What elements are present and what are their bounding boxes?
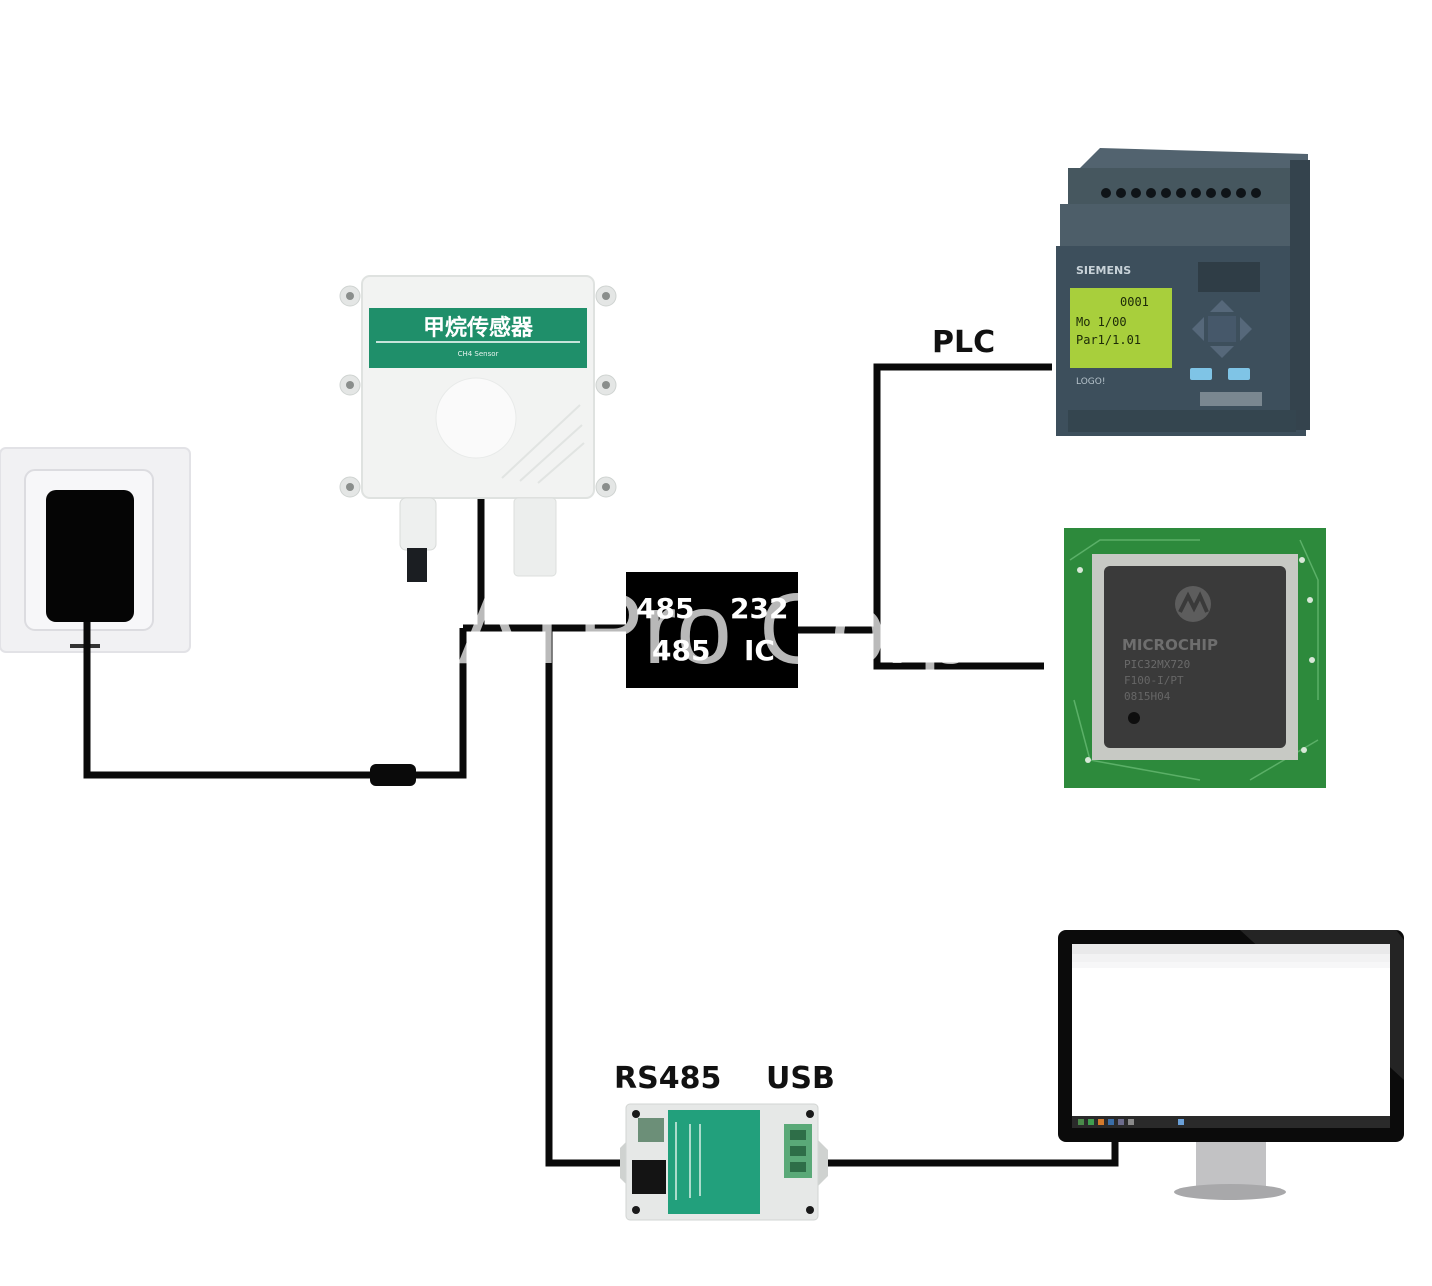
- pin1-marker: [1128, 712, 1140, 724]
- ic-label-232: 232: [730, 592, 788, 625]
- plc-key-down: [1210, 346, 1234, 358]
- wire-to-plc: [873, 363, 1052, 666]
- watermark: ATPro Corp: [458, 573, 974, 685]
- ic-label-ic: IC: [744, 634, 775, 667]
- microchip-logo: [1175, 586, 1211, 622]
- converter-label-rs485: RS485: [614, 1061, 721, 1096]
- plc-label: PLC: [932, 325, 995, 360]
- sensor-window: [435, 377, 517, 459]
- plc-key-ok: [1228, 368, 1250, 380]
- protocol-ic-box: 485 232 485 IC: [626, 572, 798, 688]
- plc-key-up: [1210, 300, 1234, 312]
- converter-board: [668, 1110, 760, 1214]
- rs485-usb-converter: [620, 1103, 828, 1221]
- sensor-label-plate: [369, 308, 587, 368]
- mcu-brand: MICROCHIP: [1122, 636, 1218, 654]
- sensor-label-en: CH4 Sensor: [458, 350, 499, 358]
- wires: [83, 363, 1119, 1167]
- monitor-taskbar: [1072, 1116, 1390, 1128]
- monitor-neck: [1196, 1142, 1266, 1188]
- computer-monitor: [1058, 930, 1404, 1200]
- mcu-board: MICROCHIP PIC32MX720 F100-I/PT 0815H04: [1064, 528, 1326, 788]
- plc-key-left: [1192, 317, 1204, 341]
- plc-terminals: [1101, 188, 1261, 198]
- plc-device: SIEMENS 0001 Mo 1/00 Par1/1.01 LOGO!: [1056, 148, 1310, 436]
- sensor-probe: [513, 497, 557, 577]
- ic-box-body: [626, 572, 798, 688]
- plc-lcd: [1070, 288, 1172, 368]
- methane-sensor: 甲烷传感器 CH4 Sensor: [339, 275, 617, 582]
- plc-brand: SIEMENS: [1076, 264, 1131, 277]
- ic-label-485-bottom: 485: [652, 634, 710, 667]
- cable-gland: [399, 497, 437, 551]
- sensor-label-cn: 甲烷传感器: [423, 315, 534, 341]
- converter-label-usb: USB: [766, 1061, 835, 1096]
- monitor-screen: [1072, 944, 1390, 1116]
- ic-label-485-top: 485: [636, 592, 694, 625]
- plc-key-esc: [1190, 368, 1212, 380]
- power-adapter: [0, 447, 191, 653]
- mcu-part-line1: PIC32MX720: [1124, 658, 1190, 671]
- wire-to-mcu: [873, 630, 1044, 670]
- rs485-terminal: [638, 1118, 664, 1142]
- plc-lcd-line1: 0001: [1120, 295, 1149, 309]
- wire-converter-to-computer: [828, 1140, 1119, 1167]
- plc-model: LOGO!: [1076, 377, 1105, 387]
- adapter-body: [46, 490, 134, 622]
- plc-key-right: [1240, 317, 1252, 341]
- plc-lcd-line2: Mo 1/00: [1076, 315, 1127, 329]
- mcu-part-line2: F100-I/PT: [1124, 674, 1184, 687]
- wire-power-to-sensor: [83, 622, 467, 779]
- monitor-base: [1174, 1184, 1286, 1200]
- mcu-part-line3: 0815H04: [1124, 690, 1171, 703]
- mcu-chip: [1104, 566, 1286, 748]
- inline-connector: [370, 764, 416, 786]
- wire-bus-to-converter: [545, 628, 620, 1167]
- plc-lcd-line3: Par1/1.01: [1076, 333, 1141, 347]
- usb-port: [632, 1160, 666, 1194]
